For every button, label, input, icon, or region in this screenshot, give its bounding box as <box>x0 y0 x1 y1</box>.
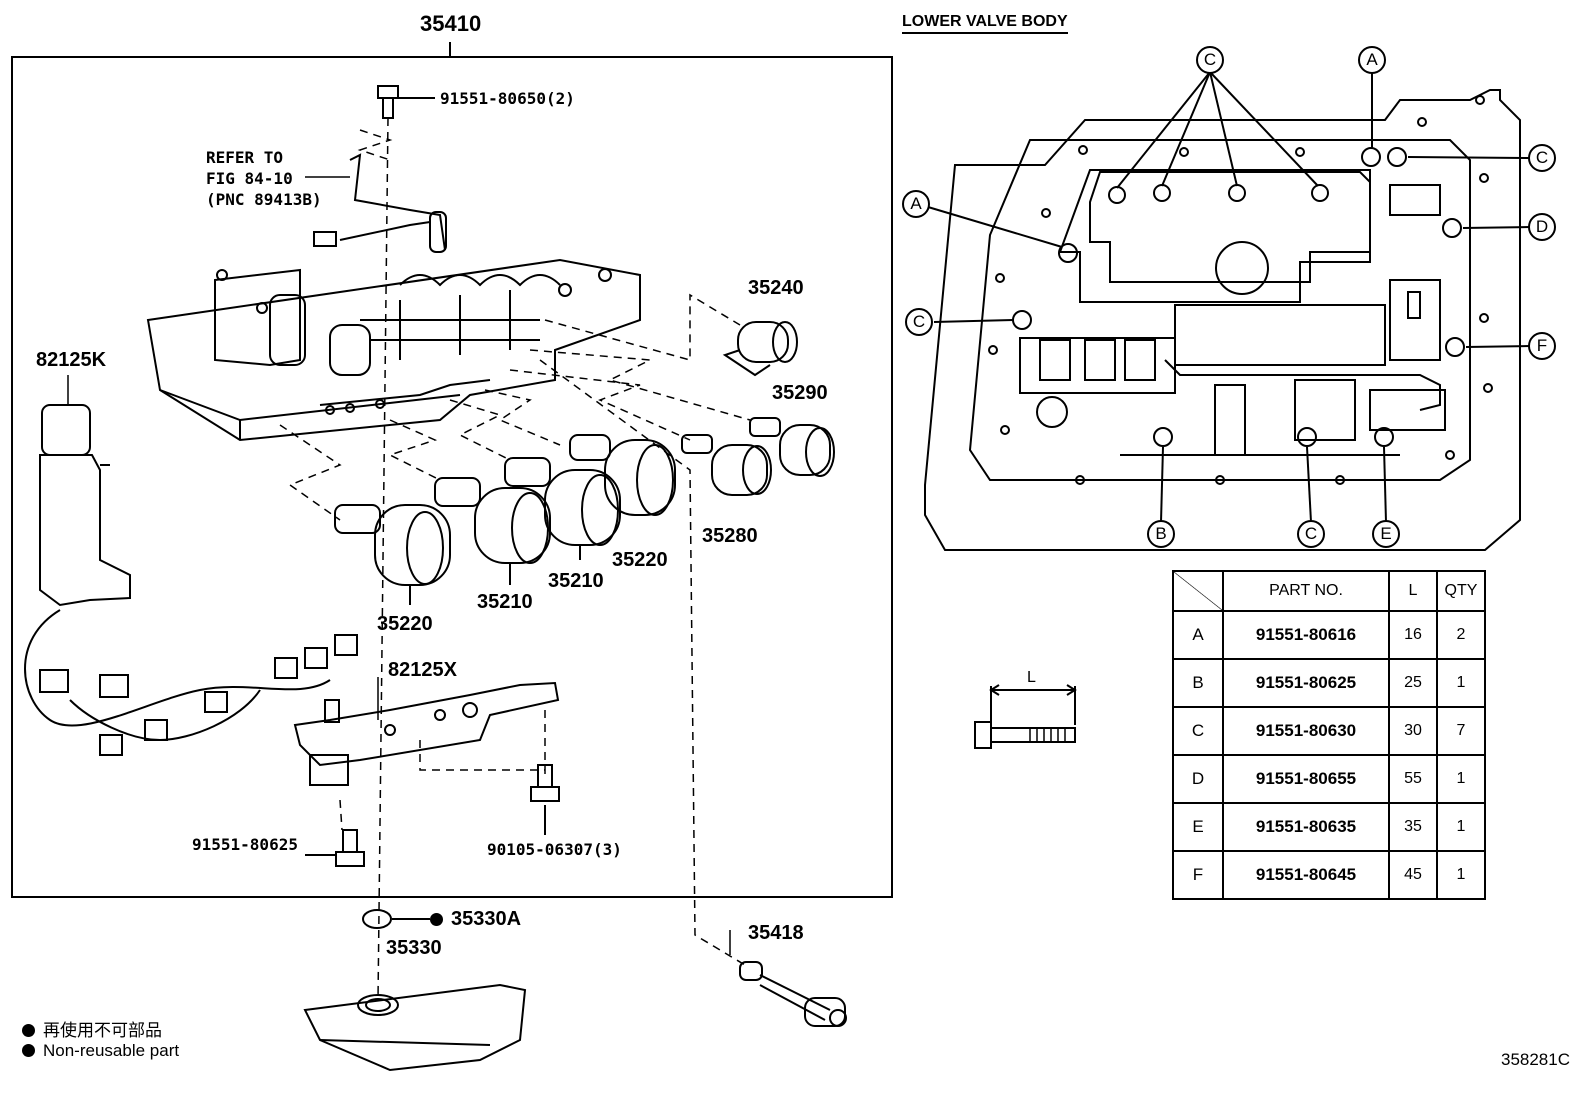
label-35210-left: 35210 <box>477 591 533 613</box>
assembly-number: 35410 <box>420 11 482 36</box>
row-l: 35 <box>1388 802 1438 852</box>
callout-d: D <box>1528 213 1556 241</box>
legend-en-text: Non-reusable part <box>43 1041 180 1060</box>
label-bolt-top: 91551-80650(2) <box>440 89 575 108</box>
callout-b: B <box>1147 520 1175 548</box>
solenoid-35210-right <box>504 457 621 560</box>
oil-tube <box>739 961 847 1027</box>
valve-body <box>146 258 641 442</box>
row-qty: 1 <box>1436 802 1486 852</box>
refer-line-3: (PNC 89413B) <box>206 190 322 209</box>
row-qty: 2 <box>1436 610 1486 660</box>
header-l: L <box>1388 570 1438 612</box>
row-part-no: 91551-80625 <box>1222 658 1390 708</box>
row-l: 45 <box>1388 850 1438 900</box>
legend-dot-icon <box>22 1024 35 1037</box>
legend-jp: 再使用不可部品 <box>22 1016 162 1041</box>
solenoid-35290 <box>749 417 835 477</box>
callout-c-right: C <box>1528 144 1556 172</box>
row-qty: 7 <box>1436 706 1486 756</box>
bolt-90105-06307 <box>530 764 560 835</box>
table-corner-cell <box>1172 570 1224 612</box>
table-header-row: PART NO. L QTY <box>1172 570 1486 612</box>
callout-c-left: C <box>905 308 933 336</box>
header-part-no: PART NO. <box>1222 570 1390 612</box>
legend-dot-icon <box>22 1044 35 1057</box>
callout-a-left: A <box>902 190 930 218</box>
row-part-no: 91551-80630 <box>1222 706 1390 756</box>
row-part-no: 91551-80616 <box>1222 610 1390 660</box>
legend-jp-text: 再使用不可部品 <box>43 1021 162 1040</box>
oil-strainer <box>303 983 527 1072</box>
solenoid-35220-right <box>569 434 676 516</box>
label-oring: 35330A <box>430 909 521 929</box>
solenoid-bracket <box>293 681 560 786</box>
label-bracket: 82125X <box>388 659 457 681</box>
lower-valve-body-drawing <box>924 71 1531 551</box>
row-key: D <box>1172 754 1224 804</box>
refer-line-2: FIG 84-10 <box>206 169 293 188</box>
row-l: 25 <box>1388 658 1438 708</box>
non-reusable-dot-icon <box>430 913 443 926</box>
row-key: E <box>1172 802 1224 852</box>
header-qty: QTY <box>1436 570 1486 612</box>
solenoid-35210-left <box>434 477 551 585</box>
row-part-no: 91551-80635 <box>1222 802 1390 852</box>
bolt-length-diagram <box>974 684 1077 749</box>
lower-valve-body-title: LOWER VALVE BODY <box>902 13 1068 34</box>
row-part-no: 91551-80655 <box>1222 754 1390 804</box>
solenoid-35220-left <box>334 504 451 605</box>
label-35220-left: 35220 <box>377 613 433 635</box>
label-strainer: 35330 <box>386 937 442 959</box>
label-harness: 82125K <box>36 349 107 371</box>
label-tube: 35418 <box>748 922 804 944</box>
label-35220-right: 35220 <box>612 549 668 571</box>
label-bolt-mid: 90105-06307(3) <box>487 840 622 859</box>
top-bolt <box>377 85 435 119</box>
row-key: C <box>1172 706 1224 756</box>
row-l: 55 <box>1388 754 1438 804</box>
bolt-91551-80625 <box>305 829 365 867</box>
callout-f: F <box>1528 332 1556 360</box>
solenoid-35240 <box>722 321 798 377</box>
label-35240: 35240 <box>748 277 804 299</box>
callout-c-bottom: C <box>1297 520 1325 548</box>
row-l: 30 <box>1388 706 1438 756</box>
wire-harness <box>24 404 358 756</box>
legend-en: Non-reusable part <box>22 1041 179 1061</box>
row-part-no: 91551-80645 <box>1222 850 1390 900</box>
row-qty: 1 <box>1436 754 1486 804</box>
row-l: 16 <box>1388 610 1438 660</box>
callout-a-top: A <box>1358 46 1386 74</box>
refer-line-1: REFER TO <box>206 148 284 167</box>
callout-c-top: C <box>1196 46 1224 74</box>
callout-e: E <box>1372 520 1400 548</box>
label-oring-text: 35330A <box>451 908 522 930</box>
row-key: B <box>1172 658 1224 708</box>
row-qty: 1 <box>1436 850 1486 900</box>
label-35280: 35280 <box>702 525 758 547</box>
label-35290: 35290 <box>772 382 828 404</box>
row-key: A <box>1172 610 1224 660</box>
solenoid-35280 <box>681 434 772 496</box>
label-bolt-left: 91551-80625 <box>192 835 298 854</box>
row-qty: 1 <box>1436 658 1486 708</box>
bolt-length-label: L <box>1027 669 1036 686</box>
row-key: F <box>1172 850 1224 900</box>
o-ring <box>362 909 392 929</box>
label-35210-right: 35210 <box>548 570 604 592</box>
assembly-frame <box>11 56 893 898</box>
figure-id: 358281C <box>1500 1050 1570 1069</box>
manual-valve-lever <box>313 153 447 253</box>
